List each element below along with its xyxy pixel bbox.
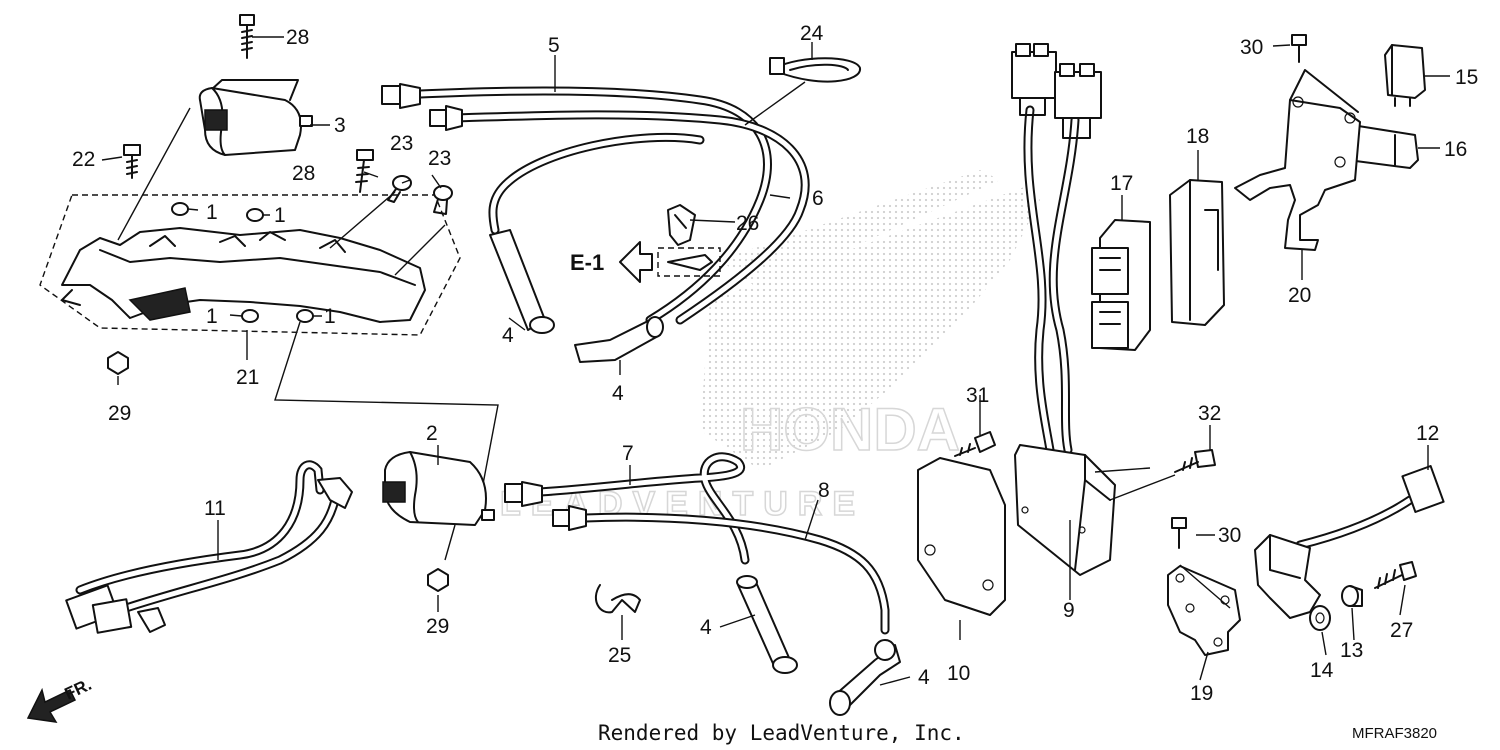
cable-band-24 (769, 57, 861, 83)
callout-30: 30 (1218, 524, 1241, 547)
callout-31: 31 (966, 384, 989, 407)
bolt-28-top (239, 14, 255, 59)
leader-lines-top-center (508, 42, 813, 375)
spark-plug-cables-5-6 (381, 83, 810, 363)
callout-6: 6 (812, 187, 824, 210)
callout-7: 7 (622, 442, 634, 465)
callout-10: 10 (947, 662, 970, 685)
callout-27: 27 (1390, 619, 1413, 642)
leader-lines-bottom-left (217, 445, 911, 686)
spark-plug-cables-7-8 (504, 452, 901, 716)
callout-1: 1 (206, 201, 218, 224)
bracket-assembly-21 (39, 194, 461, 336)
callout-1: 1 (324, 305, 336, 328)
callout-25: 25 (608, 644, 631, 667)
callout-4: 4 (918, 666, 930, 689)
callout-labels: 28 3 22 28 23 23 1 1 1 1 21 29 5 24 6 26… (72, 22, 1478, 705)
harness-11 (65, 460, 353, 634)
callout-12: 12 (1416, 422, 1439, 445)
callout-5: 5 (548, 34, 560, 57)
callout-32: 32 (1198, 402, 1221, 425)
grommet-14 (1309, 605, 1331, 631)
callout-28: 28 (286, 26, 309, 49)
clip-26 (667, 204, 696, 246)
e1-reference: E-1 (570, 241, 721, 283)
callout-16: 16 (1444, 138, 1467, 161)
collar-13 (1341, 585, 1363, 607)
ignition-coil-2 (382, 451, 495, 526)
callout-18: 18 (1186, 125, 1209, 148)
leader-lines-top-left (101, 36, 499, 501)
callout-9: 9 (1063, 599, 1075, 622)
callout-4: 4 (700, 616, 712, 639)
callout-1: 1 (206, 305, 218, 328)
callout-26: 26 (736, 212, 759, 235)
callout-24: 24 (800, 22, 824, 45)
callout-1: 1 (274, 204, 286, 227)
callout-23: 23 (428, 147, 451, 170)
bolt-30-top (1291, 34, 1307, 63)
clip-25 (594, 584, 641, 614)
sensor-12 (1254, 465, 1445, 619)
bolt-31 (954, 431, 996, 457)
callout-21: 21 (236, 366, 259, 389)
leader-lines-top-right (959, 44, 1450, 640)
callout-22: 22 (72, 148, 95, 171)
callout-17: 17 (1110, 172, 1133, 195)
bracket-19 (1167, 565, 1241, 656)
nut-29-top (107, 351, 129, 375)
nut-29-bottom (427, 568, 449, 592)
callout-2: 2 (426, 422, 438, 445)
callout-15: 15 (1455, 66, 1478, 89)
front-direction-indicator: FR. (26, 675, 95, 723)
callout-4: 4 (612, 382, 624, 405)
bracket-20 (1234, 69, 1361, 251)
bolt-30-bottom (1171, 517, 1187, 549)
bolt-32 (1174, 449, 1216, 473)
callout-3: 3 (334, 114, 346, 137)
clip-23-right (433, 185, 453, 215)
bolt-22 (123, 144, 141, 179)
diagram-code: MFRAF3820 (1352, 725, 1437, 742)
callout-29: 29 (108, 402, 131, 425)
callout-13: 13 (1340, 639, 1363, 662)
callout-28: 28 (292, 162, 315, 185)
bolt-27 (1374, 561, 1417, 589)
ignition-coil-3 (198, 79, 313, 156)
clip-23-left (387, 175, 412, 203)
callout-8: 8 (818, 479, 830, 502)
relay-box-18 (1169, 179, 1225, 326)
harness-9 (1011, 43, 1102, 455)
ecu-module-9 (1014, 444, 1116, 576)
callout-30: 30 (1240, 36, 1263, 59)
plate-10 (917, 457, 1006, 616)
callout-14: 14 (1310, 659, 1334, 682)
callout-4: 4 (502, 324, 514, 347)
callout-20: 20 (1288, 284, 1311, 307)
callout-29: 29 (426, 615, 449, 638)
leader-lines-bottom-right (1179, 445, 1429, 681)
relay-15 (1384, 44, 1426, 107)
svg-text:HONDA: HONDA (740, 396, 960, 463)
connector-17 (1091, 219, 1151, 351)
rendered-by-credit: Rendered by LeadVenture, Inc. (598, 721, 965, 745)
bolt-28-mid (355, 149, 374, 193)
callout-11: 11 (204, 497, 226, 520)
callout-23: 23 (390, 132, 413, 155)
callout-19: 19 (1190, 682, 1213, 705)
reference-label: E-1 (570, 250, 604, 275)
